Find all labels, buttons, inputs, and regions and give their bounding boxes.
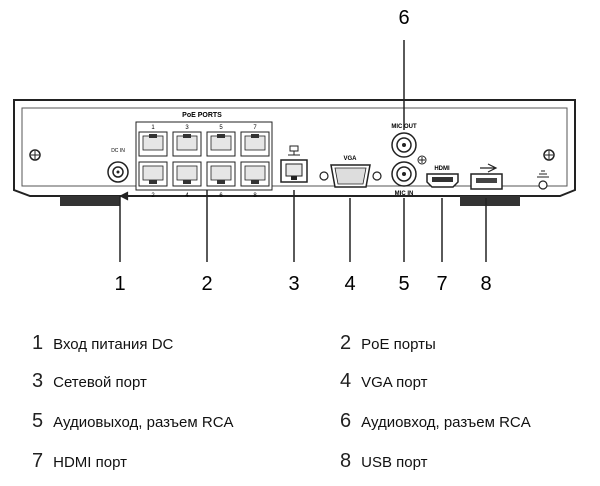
poe-port [138, 161, 168, 187]
poe-port [206, 131, 236, 157]
legend-label: Аудиовыход, разъем RCA [53, 414, 234, 431]
legend-number: 2 [340, 332, 352, 354]
left-screw-icon [29, 149, 41, 161]
poe-number: 7 [253, 125, 257, 131]
legend-label: HDMI порт [53, 454, 127, 471]
callout-number: 5 [398, 273, 409, 295]
usb-port [470, 173, 503, 190]
right-screw-icon [543, 149, 555, 161]
legend-number: 3 [32, 370, 44, 392]
callout-number-top: 6 [398, 7, 409, 29]
legend-item: 7 HDMI порт [32, 450, 127, 473]
poe-number: 8 [253, 193, 257, 199]
mic-in-jack [391, 161, 417, 187]
poe-number: 4 [185, 193, 189, 199]
poe-port [138, 131, 168, 157]
poe-port [206, 161, 236, 187]
legend-number: 5 [32, 410, 44, 432]
legend-label: Сетевой порт [53, 374, 147, 391]
legend-number: 4 [340, 370, 352, 392]
dc-in-label: DC IN [111, 148, 125, 154]
callout-number: 7 [436, 273, 447, 295]
network-port [280, 159, 308, 183]
legend-item: 5 Аудиовыход, разъем RCA [32, 410, 234, 433]
hdmi-label: HDMI [434, 166, 450, 172]
legend-label: Аудиовход, разъем RCA [361, 414, 531, 431]
callout-numbers: 1 2 3 4 5 7 8 6 [114, 7, 491, 295]
legend-label: USB порт [361, 454, 428, 471]
callout-lines [119, 40, 487, 262]
hdmi-port [426, 173, 459, 188]
poe-port [240, 161, 270, 187]
poe-port [172, 161, 202, 187]
callout-number: 4 [344, 273, 355, 295]
legend-item: 6 Аудиовход, разъем RCA [340, 410, 531, 433]
legend-number: 7 [32, 450, 44, 472]
poe-top-numbers: 1 3 5 7 [151, 125, 257, 131]
callout-number: 3 [288, 273, 299, 295]
legend: 1 Вход питания DC 2 PoE порты 3 Сетевой … [0, 320, 600, 486]
legend-item: 3 Сетевой порт [32, 370, 147, 393]
poe-port [172, 131, 202, 157]
legend-item: 4 VGA порт [340, 370, 428, 393]
poe-number: 1 [151, 125, 155, 131]
legend-label: Вход питания DC [53, 336, 174, 353]
poe-number: 3 [185, 125, 189, 131]
legend-item: 8 USB порт [340, 450, 427, 473]
callout-number: 2 [201, 273, 212, 295]
poe-port [240, 131, 270, 157]
rear-panel-diagram: DC IN PoE PORTS 1 3 5 7 2 4 6 8 VGA MIC [13, 7, 576, 295]
legend-item: 1 Вход питания DC [32, 332, 173, 355]
ground-icon [537, 170, 549, 190]
screw-icon [417, 155, 427, 165]
dc-power-jack [107, 161, 129, 183]
poe-bottom-numbers: 2 4 6 8 [151, 193, 257, 199]
legend-number: 1 [32, 332, 44, 354]
legend-label: VGA порт [361, 374, 428, 391]
callout-number: 8 [480, 273, 491, 295]
poe-number: 6 [219, 193, 223, 199]
poe-ports-label: PoE PORTS [182, 112, 222, 119]
callout-number: 1 [114, 273, 125, 295]
legend-item: 2 PoE порты [340, 332, 436, 355]
mic-out-jack [391, 132, 417, 158]
usb-icon [480, 163, 498, 173]
mic-in-label: MIC IN [395, 191, 414, 197]
poe-number: 2 [151, 193, 155, 199]
legend-number: 8 [340, 450, 352, 472]
network-icon [288, 145, 300, 156]
legend-label: PoE порты [361, 336, 436, 353]
legend-number: 6 [340, 410, 352, 432]
vga-port [319, 164, 382, 188]
poe-ports-block [135, 121, 273, 191]
poe-number: 5 [219, 125, 223, 131]
vga-label: VGA [343, 156, 357, 162]
